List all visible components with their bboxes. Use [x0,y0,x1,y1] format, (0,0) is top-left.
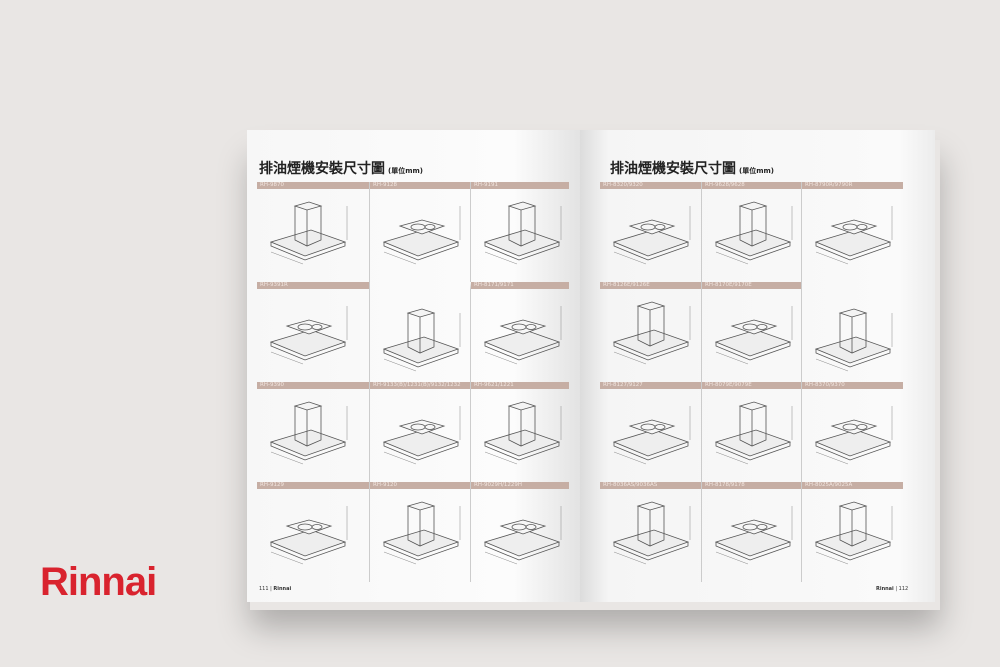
model-cell: RH-9628/9628 [702,182,802,282]
model-cell: RH-8790R/9790R [802,182,903,282]
footer-brand: Rinnai [273,586,292,592]
hood-diagram [483,401,562,465]
hood-diagram [382,308,461,372]
hood-diagram [269,306,348,365]
hood-diagram [269,506,348,565]
model-cell: RH-8127/9127 [600,382,702,482]
hood-diagram [714,401,793,465]
model-header: RH-9621/1221 [471,382,569,389]
hood-diagram [814,206,893,265]
hood-diagram [269,401,348,465]
model-header: RH-8171/9171 [471,282,569,289]
model-cell [802,282,903,389]
hood-diagram [814,501,893,565]
model-cell: RH-9120 [370,482,471,582]
hood-diagram [612,501,691,565]
model-header: RH-9029H/1229H [471,482,569,489]
model-cell: RH-8171/9171 [471,282,569,382]
hood-diagram [814,406,893,465]
hood-diagram [714,306,793,365]
model-cell: RH-9870 [257,182,370,282]
model-cell: RH-9191 [471,182,569,282]
hood-diagram [382,501,461,565]
model-cell: RH-8025A/9025A [802,482,903,582]
hood-diagram [483,306,562,365]
hood-diagram [612,206,691,265]
model-header: RH-8790R/9790R [802,182,903,189]
model-header: RH-9391R [257,282,369,289]
model-header: RH-9120 [370,482,470,489]
page-footer: Rinnai | 112 [876,586,909,592]
model-cell [370,282,471,389]
hood-diagram [612,406,691,465]
model-cell: RH-9029H/1229H [471,482,569,582]
hood-diagram [814,308,893,372]
title-text: 排油煙機安裝尺寸圖 [259,161,385,177]
model-cell: RH-9621/1221 [471,382,569,482]
model-cell: RH-8178/9178 [702,482,802,582]
model-cell: RH-9133(B)/1231(B)/9132/1232 [370,382,471,482]
model-cell: RH-8036AS/9036AS [600,482,702,582]
model-header: RH-8079E/9079E [702,382,801,389]
model-header: RH-9628/9628 [702,182,801,189]
model-header: RH-8126E/9126E [600,282,701,289]
hood-diagram [382,206,461,265]
model-cell: RH-9128 [370,182,471,282]
model-header: RH-9129 [257,482,369,489]
model-header: RH-8170E/9170E [702,282,801,289]
hood-diagram [483,201,562,265]
model-cell: RH-8079E/9079E [702,382,802,482]
model-header: RH-8320/9320 [600,182,701,189]
model-cell: RH-8170E/9170E [702,282,802,382]
model-header: RH-9870 [257,182,369,189]
rinnai-logo: Rinnai [40,560,157,604]
page-title: 排油煙機安裝尺寸圖(單位mm) [610,158,774,178]
model-header: RH-8370/9370 [802,382,903,389]
model-cell: RH-9391R [257,282,370,382]
model-header: RH-8178/9178 [702,482,801,489]
page-footer: 111 | Rinnai [259,586,292,592]
hood-diagram [714,506,793,565]
model-cell: RH-9390 [257,382,370,482]
model-cell: RH-8370/9370 [802,382,903,482]
model-header: RH-8025A/9025A [802,482,903,489]
hood-diagram [714,201,793,265]
hood-diagram [483,506,562,565]
unit-label: (單位mm) [388,167,423,175]
model-header: RH-9128 [370,182,470,189]
hood-diagram [269,201,348,265]
model-header: RH-9191 [471,182,569,189]
footer-brand: Rinnai [876,586,894,592]
model-header: RH-8127/9127 [600,382,701,389]
page-number: 111 [259,586,269,592]
model-cell: RH-9129 [257,482,370,582]
unit-label: (單位mm) [739,167,774,175]
page-number: 112 [898,586,909,592]
hood-diagram [612,301,691,365]
model-cell: RH-8320/9320 [600,182,702,282]
hood-diagram [382,406,461,465]
model-header: RH-8036AS/9036AS [600,482,701,489]
model-cell: RH-8126E/9126E [600,282,702,382]
model-header: RH-9390 [257,382,369,389]
page-title: 排油煙機安裝尺寸圖(單位mm) [259,158,423,178]
title-text: 排油煙機安裝尺寸圖 [610,161,736,177]
grid-row: RH-9391R RH-8171/9171 [257,282,570,389]
model-header: RH-9133(B)/1231(B)/9132/1232 [370,382,470,389]
